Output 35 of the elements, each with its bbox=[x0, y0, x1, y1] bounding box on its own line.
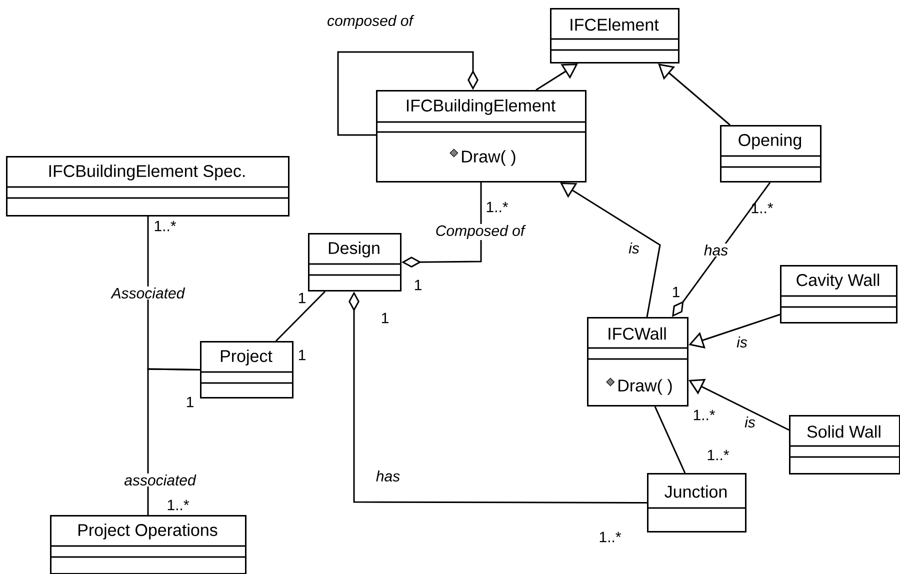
class-box: IFCBuildingElement Spec. bbox=[6, 156, 290, 216]
multiplicity-label: 1 bbox=[382, 312, 388, 324]
multiplicity-label: 1 bbox=[298, 292, 306, 304]
class-box: Design bbox=[308, 233, 402, 292]
class-box: Opening bbox=[720, 125, 822, 182]
multiplicity-label: 1 bbox=[672, 286, 680, 298]
association-line bbox=[275, 290, 326, 342]
multiplicity-label: 1 bbox=[414, 280, 422, 290]
edge-label: is bbox=[736, 336, 748, 349]
edge-label: has bbox=[702, 244, 730, 257]
edge-label: is bbox=[744, 416, 756, 429]
edge-label: Composed of bbox=[434, 224, 526, 240]
class-box: IFCBuildingElement Draw( ) bbox=[376, 90, 586, 182]
association-line bbox=[337, 51, 478, 136]
edge-label: composed of bbox=[326, 14, 414, 30]
edge-label: is bbox=[628, 242, 640, 254]
edge-label: Associated bbox=[110, 286, 186, 300]
class-box: Project bbox=[200, 341, 294, 398]
class-box: IFCWall Draw( ) bbox=[587, 317, 688, 406]
multiplicity-label: 1..* bbox=[694, 410, 716, 420]
multiplicity-label: 1..* bbox=[486, 202, 508, 212]
multiplicity-label: 1..* bbox=[752, 202, 774, 214]
multiplicity-label: 1 bbox=[186, 396, 194, 408]
edge-label: associated bbox=[123, 474, 197, 487]
class-box: Solid Wall bbox=[789, 415, 900, 474]
association-line bbox=[658, 64, 730, 126]
edge-label: has bbox=[374, 470, 402, 483]
class-box: Junction bbox=[647, 473, 746, 532]
multiplicity-label: 1..* bbox=[600, 532, 622, 542]
association-line bbox=[147, 368, 200, 515]
association-line bbox=[654, 406, 686, 474]
class-box: Project Operations bbox=[50, 515, 246, 574]
multiplicity-label: 1..* bbox=[154, 220, 176, 232]
class-box: Cavity Wall bbox=[780, 265, 898, 324]
class-box: IFCElement bbox=[550, 8, 680, 64]
